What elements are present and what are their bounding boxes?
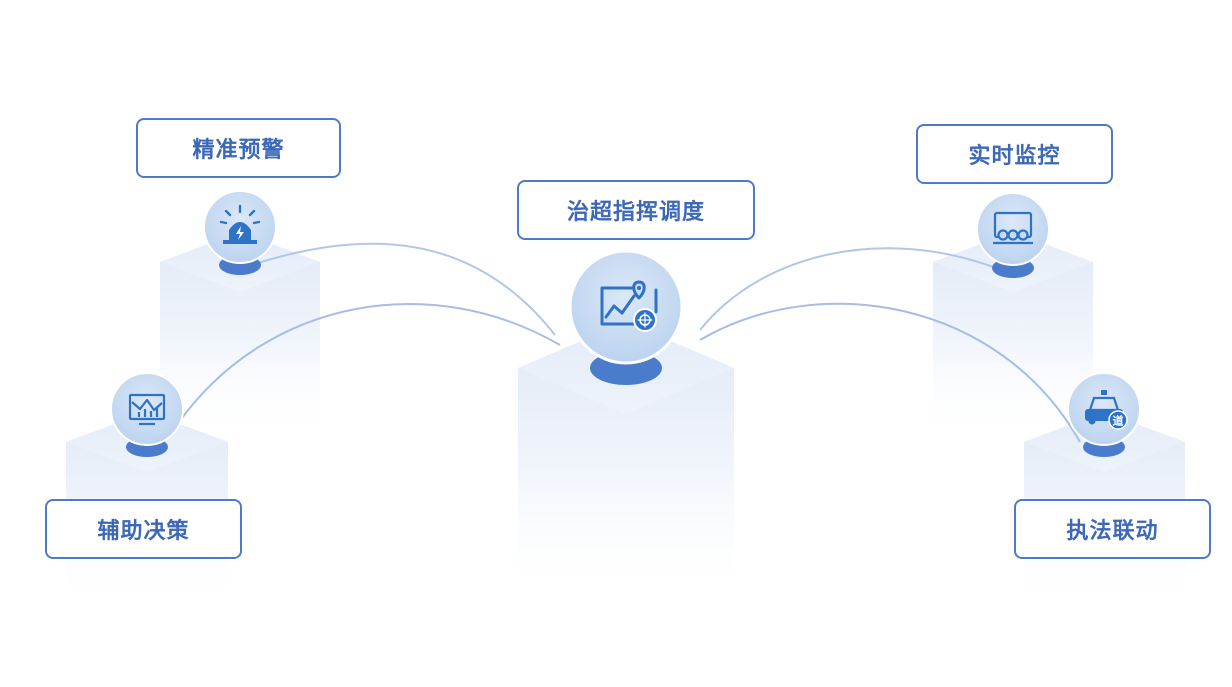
- alarm-light-icon: [219, 204, 261, 244]
- surveillance-screen-icon: [993, 211, 1033, 245]
- connector-warning-command: [257, 242, 556, 336]
- connector-linkage-command: [699, 302, 1081, 443]
- label-enforcement-linkage-text: 执法联动: [1066, 519, 1159, 544]
- label-overload-command-text: 治超指挥调度: [566, 200, 705, 225]
- node-decision: [110, 372, 184, 457]
- label-decision-support: 辅助决策: [45, 499, 242, 559]
- label-decision-support-text: 辅助决策: [97, 519, 190, 544]
- node-linkage: 道: [1067, 372, 1141, 457]
- svg-text:道: 道: [1113, 414, 1124, 428]
- label-enforcement-linkage: 执法联动: [1014, 499, 1211, 559]
- node-command: [568, 249, 684, 385]
- label-precise-warning: 精准预警: [136, 118, 341, 178]
- label-precise-warning-text: 精准预警: [192, 138, 285, 163]
- connector-lines: [181, 242, 1081, 443]
- police-car-icon: 道: [1085, 390, 1128, 430]
- node-monitor: [976, 192, 1050, 278]
- label-realtime-monitoring: 实时监控: [916, 124, 1113, 184]
- label-overload-command: 治超指挥调度: [517, 180, 755, 240]
- monitor-chart-location-icon: [600, 280, 658, 332]
- monitor-bar-chart-icon: [128, 393, 166, 426]
- connector-decision-command: [181, 303, 561, 419]
- node-warning: [203, 190, 277, 275]
- label-realtime-monitoring-text: 实时监控: [968, 144, 1061, 169]
- connector-monitor-command: [699, 247, 997, 331]
